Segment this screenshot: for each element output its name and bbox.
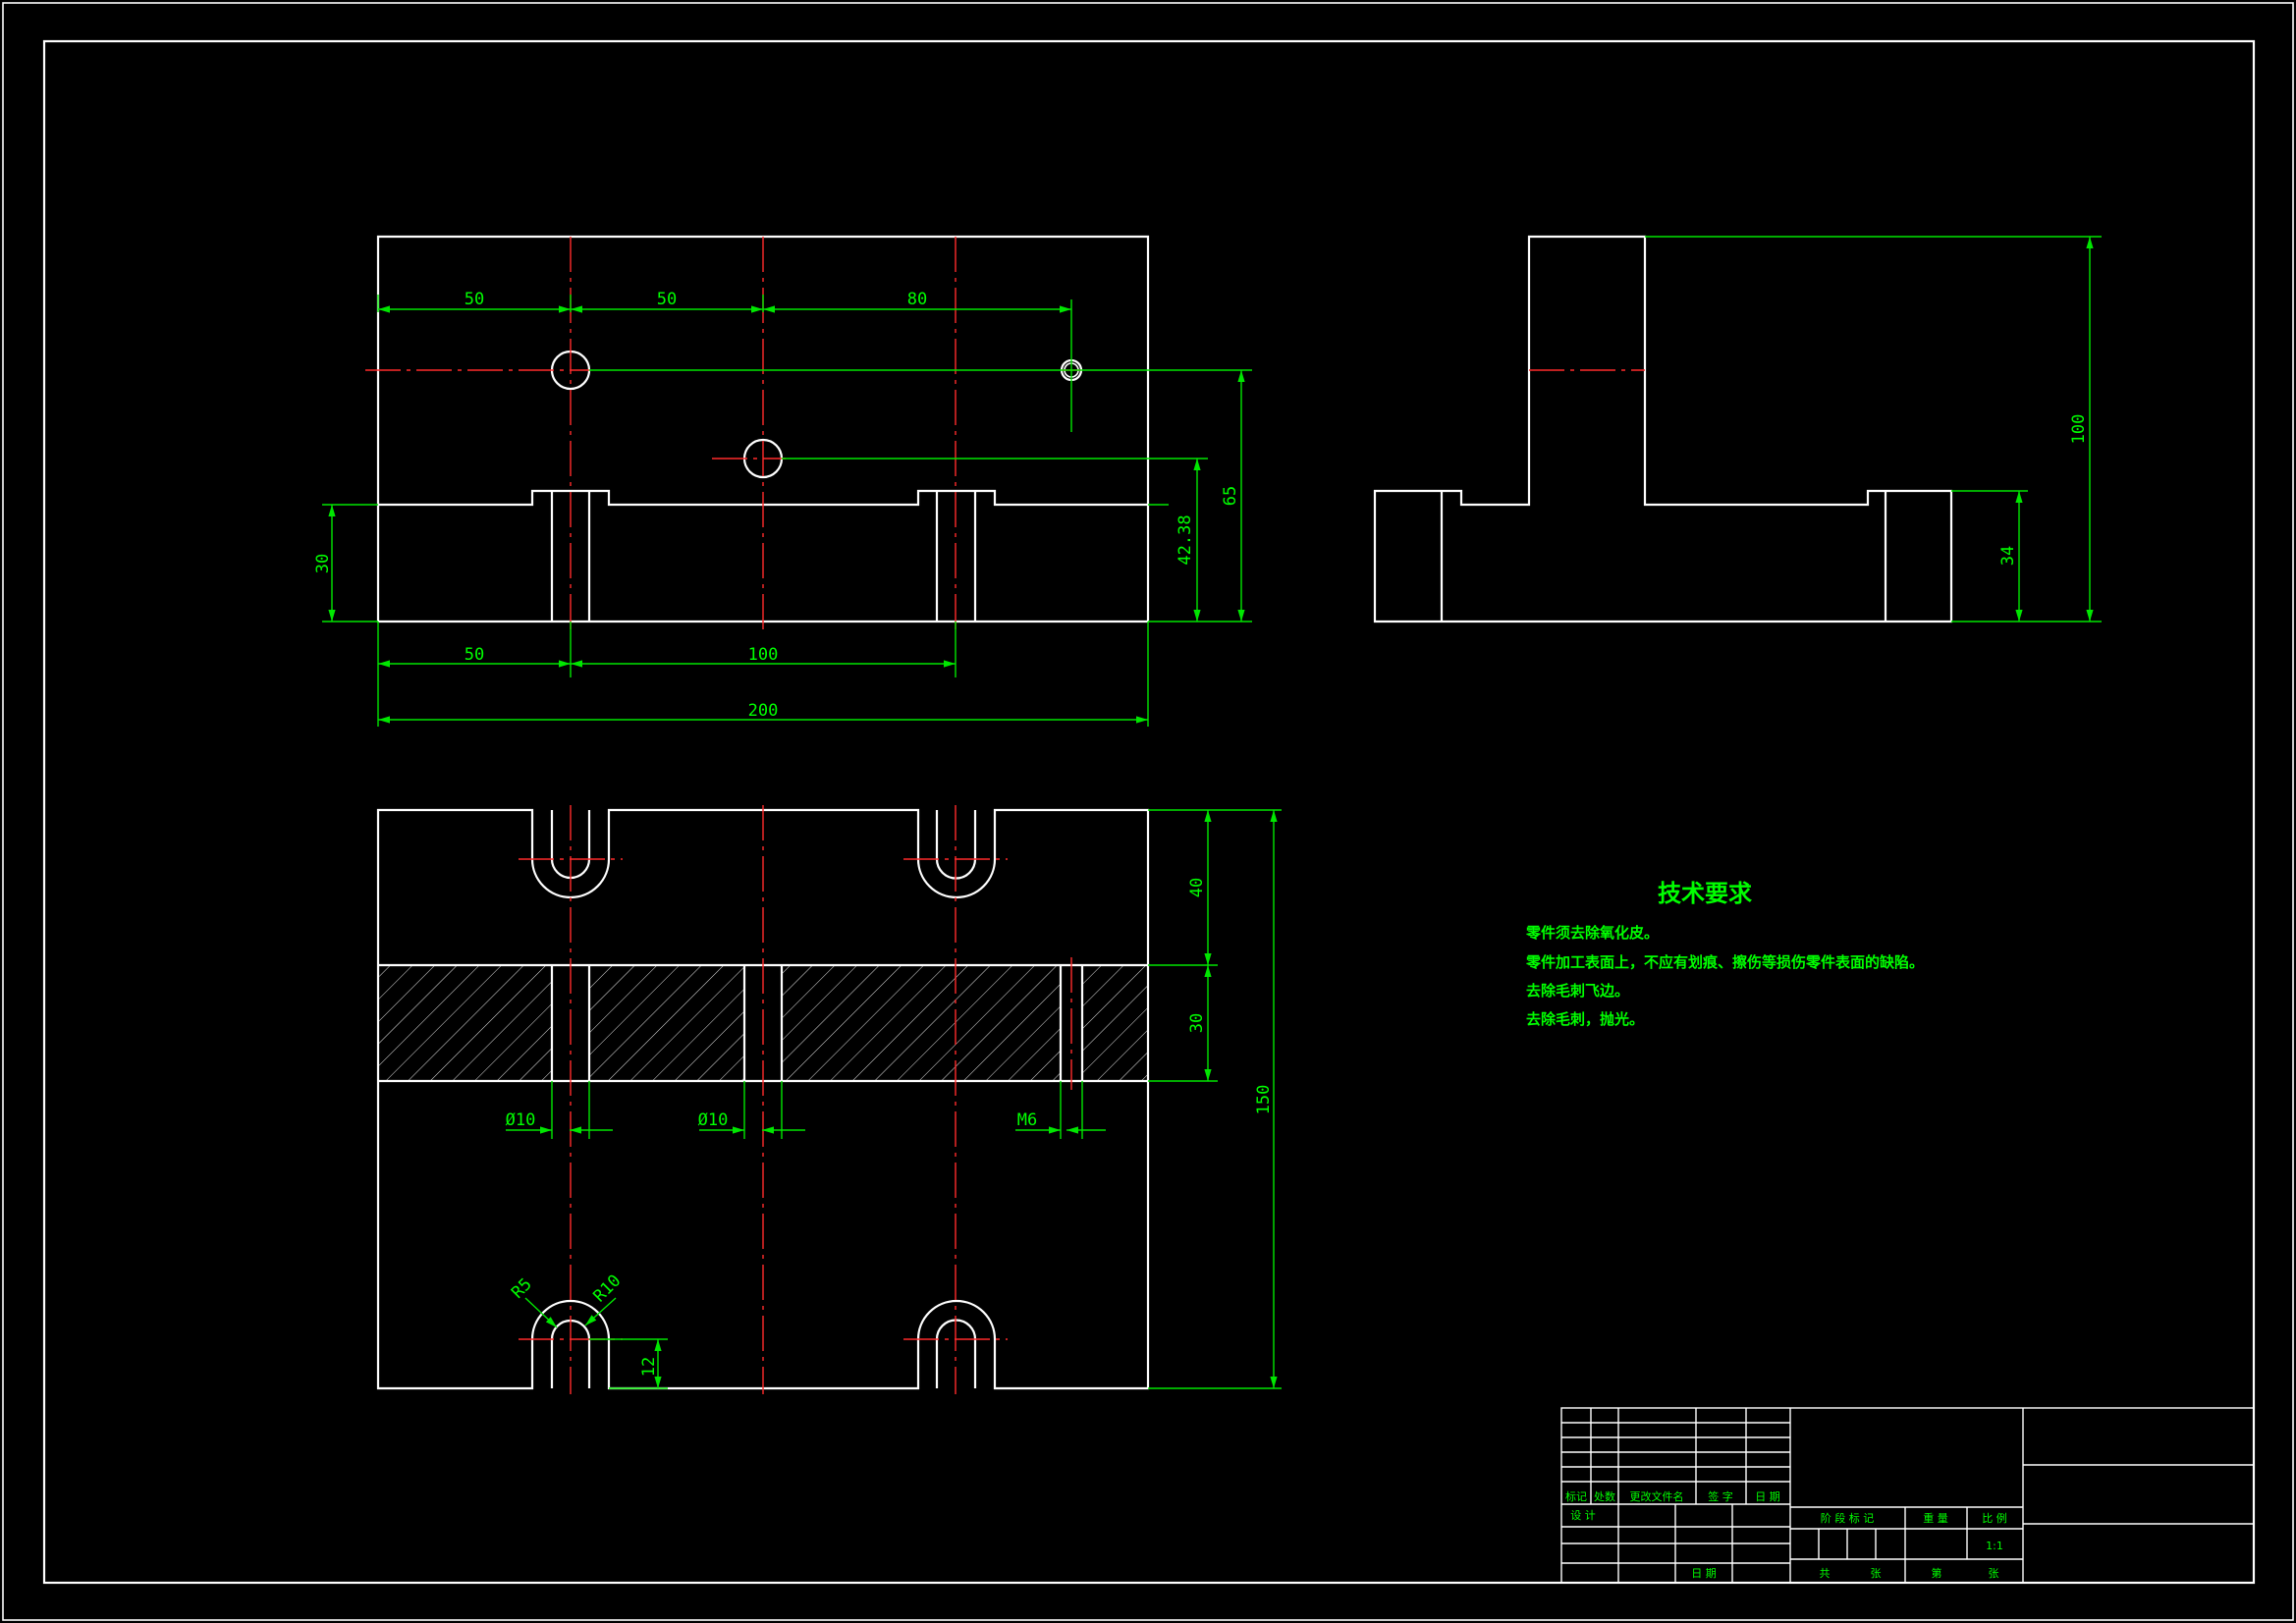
dim-top-80: 80 [907, 290, 927, 309]
dim-top-50a: 50 [465, 290, 484, 309]
dim-top-50c: 50 [465, 645, 484, 665]
sheet-unit: 张 [1989, 1567, 1999, 1580]
front-view-slot-right [935, 491, 977, 622]
rev-header: 更改文件名 [1630, 1489, 1684, 1503]
dim-plan-r10: R10 [590, 1271, 626, 1307]
front-view-slot-left [550, 491, 591, 622]
stage-mark-label: 阶 段 标 记 [1821, 1511, 1875, 1525]
dim-side-100: 100 [2069, 414, 2089, 445]
technical-requirement-item: 零件加工表面上，不应有划痕、擦伤等损伤零件表面的缺陷。 [1525, 953, 1924, 971]
plan-view [376, 805, 1150, 1394]
rev-header: 日 期 [1755, 1490, 1780, 1503]
dim-plan-12: 12 [639, 1357, 659, 1377]
dim-plan-30: 30 [1187, 1013, 1207, 1033]
revision-table [1561, 1408, 1790, 1583]
dim-top-65: 65 [1221, 486, 1240, 506]
rev-header: 处数 [1594, 1490, 1615, 1503]
dim-top-100: 100 [748, 645, 779, 665]
dim-plan-m6: M6 [1017, 1110, 1037, 1130]
weight-label: 重 量 [1923, 1511, 1948, 1525]
plan-view-outline [376, 808, 1150, 1390]
dim-top-200: 200 [748, 701, 779, 721]
sheet-number-label: 第 [1932, 1566, 1942, 1580]
technical-requirements: 技术要求 零件须去除氧化皮。 零件加工表面上，不应有划痕、擦伤等损伤零件表面的缺… [1525, 880, 1924, 1028]
technical-requirement-item: 零件须去除氧化皮。 [1525, 924, 1659, 942]
scale-label: 比 例 [1982, 1511, 2007, 1525]
dim-plan-d10b: Ø10 [698, 1110, 729, 1130]
total-sheets-label: 共 [1820, 1567, 1831, 1580]
dim-top-30: 30 [313, 554, 333, 573]
front-view-dimensions: 50 50 80 65 42.38 30 50 100 200 [313, 290, 1252, 727]
plan-view-dimensions: 150 40 30 Ø10 Ø10 M6 R5 R10 12 [506, 809, 1282, 1389]
technical-requirements-title: 技术要求 [1658, 880, 1752, 907]
design-label: 设 计 [1570, 1509, 1596, 1522]
dim-top-42-38: 42.38 [1175, 514, 1195, 565]
dim-plan-r5: R5 [508, 1274, 536, 1303]
dim-plan-150: 150 [1254, 1085, 1274, 1115]
title-block: 标记 处数 更改文件名 签 字 日 期 设 计 日 期 阶 段 标 记 重 量 … [1560, 1407, 2255, 1584]
technical-requirement-item: 去除毛刺，抛光。 [1526, 1010, 1644, 1028]
side-view [1373, 235, 1953, 623]
dim-side-34: 34 [1998, 546, 2018, 566]
technical-requirement-item: 去除毛刺飞边。 [1526, 982, 1629, 1000]
rev-header: 签 字 [1708, 1489, 1733, 1503]
front-view-centerlines [365, 237, 1081, 633]
plan-view-centerlines [519, 805, 1072, 1394]
sheets-unit: 张 [1871, 1567, 1882, 1580]
side-view-dimensions: 100 34 [1645, 236, 2102, 622]
side-view-outline [1373, 235, 1953, 623]
rev-header: 标记 [1565, 1489, 1587, 1503]
dim-plan-d10a: Ø10 [506, 1110, 536, 1130]
scale-value: 1:1 [1986, 1540, 2003, 1552]
dim-top-50b: 50 [657, 290, 677, 309]
dim-plan-40: 40 [1187, 878, 1207, 897]
date-label: 日 期 [1691, 1567, 1717, 1580]
